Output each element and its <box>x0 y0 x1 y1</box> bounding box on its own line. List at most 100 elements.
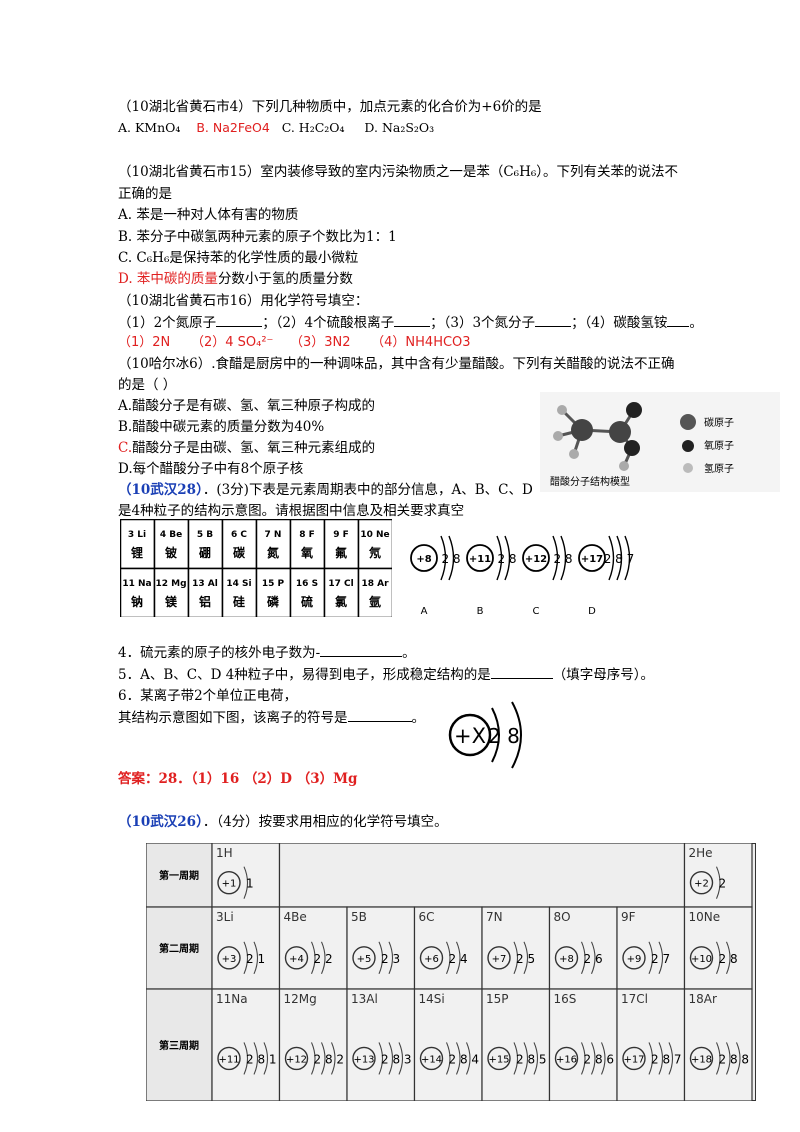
nucleus-charge: +6 <box>424 954 439 965</box>
q1-options: A. KMnO₄ B. Na2FeO4 C. H₂C₂O₄ D. Na₂S₂O₃ <box>118 118 434 138</box>
electron-shell-arc <box>448 535 455 581</box>
element-number: 18 Ar <box>361 579 389 589</box>
element-symbol: 9F <box>621 910 636 924</box>
particle-shells: 2 8 <box>441 552 460 566</box>
particle-label: A <box>421 606 428 617</box>
element-cell <box>187 567 224 617</box>
q3-blank-1[interactable] <box>216 312 263 327</box>
electron-shell-arc <box>600 1042 606 1075</box>
electron-shell-arc <box>648 941 654 975</box>
element-number: 15 P <box>262 579 285 589</box>
q3-part-2: ；（2）4个硫酸根离子 <box>262 315 395 331</box>
electron-shell-arc <box>608 535 615 581</box>
electron-shell-arc <box>496 535 503 581</box>
element-name: 碳 <box>233 545 246 560</box>
nucleus-circle <box>689 870 714 895</box>
electron-shells: 2 8 5 <box>516 1052 547 1066</box>
q5-blank-6[interactable] <box>347 707 412 722</box>
q5-sub-6b: 其结构示意图如下图，该离子的符号是。 <box>118 707 425 728</box>
element-name: 铝 <box>199 594 211 609</box>
q5-sub-4-text: 4．硫元素的原子的核外电子数为- <box>118 645 321 661</box>
electron-shell-arc <box>513 1042 519 1075</box>
element-cell <box>357 519 392 570</box>
nucleus-circle <box>284 946 309 970</box>
nucleus-circle <box>622 1046 646 1071</box>
electron-shell-arc <box>253 1042 259 1075</box>
element-cell <box>323 519 360 570</box>
particle-nucleus: +8 <box>416 554 431 565</box>
element-number: 6 C <box>231 530 247 540</box>
period-label: 第二周期 <box>159 942 199 955</box>
electron-shell-arc <box>504 535 511 581</box>
electron-shell-arc <box>320 1042 326 1075</box>
q5-stem-1-text: ．(3分)下表是元素周期表中的部分信息，A、B、C、D <box>202 482 533 498</box>
element-symbol: 16S <box>554 992 577 1006</box>
electron-shells: 2 4 <box>449 952 468 966</box>
element-number: 14 Si <box>226 579 251 589</box>
electron-shell-arc <box>580 941 586 975</box>
hydrogen-atom-icon <box>557 405 567 415</box>
nucleus-charge: +11 <box>218 1054 239 1065</box>
q5-blank-5[interactable] <box>490 664 553 679</box>
q5-sub-6a: 6．某离子带2个单位正电荷， <box>118 688 298 704</box>
electron-shell-arc <box>243 1042 249 1075</box>
q4-stem-1: （10哈尔冰6）.食醋是厨房中的一种调味品，其中含有少量醋酸。下列有关醋酸的说法… <box>118 356 675 372</box>
electron-shell-arc <box>388 1042 394 1075</box>
electron-shell-arc <box>243 941 249 975</box>
element-symbol: 15P <box>486 992 509 1006</box>
electron-shell-arc <box>715 1042 721 1075</box>
element-cell <box>120 567 156 617</box>
q3-blank-4[interactable] <box>667 312 690 327</box>
hydrogen-atom-icon <box>619 461 629 471</box>
nucleus-circle <box>217 870 241 895</box>
q3-answer-3: （3）3N2 <box>289 335 351 350</box>
q2-option-d: D. 苯中碳的质量分数小于氢的质量分数 <box>118 269 353 289</box>
electron-shells: 2 <box>719 877 727 891</box>
electron-shell-arc <box>243 866 249 899</box>
q3-parts: （1）2个氮原子；（2）4个硫酸根离子；（3）3个氮分子；（4）碳酸氢铵。 <box>118 312 703 333</box>
element-name: 氮 <box>267 545 279 560</box>
particle-shells: 2 8 <box>497 552 516 566</box>
q4-option-d: D.每个醋酸分子中有8个原子核 <box>118 461 304 477</box>
nucleus-charge: +9 <box>627 954 642 965</box>
electron-shell-arc <box>624 535 631 581</box>
ion-shells: 2 8 <box>488 724 520 748</box>
particle-label: C <box>533 606 540 617</box>
legend-hydrogen-label: 氢原子 <box>704 462 734 475</box>
q3-blank-3[interactable] <box>535 312 572 327</box>
nucleus-circle <box>622 946 646 970</box>
element-symbol: 4Be <box>284 910 307 924</box>
electron-shell-arc <box>560 535 567 581</box>
q6-stem-text: ．（4分）按要求用相应的化学符号填空。 <box>202 814 448 830</box>
element-number: 5 B <box>197 530 213 540</box>
nucleus-circle <box>284 1046 309 1071</box>
q2-option-b: B. 苯分子中碳氢两种元素的原子个数比为1：1 <box>118 229 397 245</box>
electron-shell-arc <box>330 1042 336 1075</box>
electron-shell-arc <box>378 1042 384 1075</box>
element-name: 硫 <box>301 594 313 609</box>
nucleus-charge: +18 <box>691 1054 712 1065</box>
ion-diagram: +X 2 8 <box>448 701 522 769</box>
electron-shell-arc <box>715 941 721 975</box>
electron-shells: 2 1 <box>246 952 265 966</box>
q3-answer-2: （2）4 SO₄²⁻ <box>190 335 274 350</box>
electron-shell-arc <box>658 1042 664 1075</box>
element-cell <box>221 519 258 570</box>
element-cell <box>278 988 348 1101</box>
q1-option-a: A. KMnO₄ <box>118 120 181 135</box>
q3-stem: （10湖北省黄石市16）用化学符号填空： <box>118 293 369 309</box>
electron-shells: 2 2 <box>314 952 333 966</box>
q1-option-d: D. Na₂S₂O₃ <box>364 120 435 135</box>
nucleus-circle <box>689 1046 714 1071</box>
nucleus-circle <box>352 946 376 970</box>
q3-part-4: ；（4）碳酸氢铵 <box>571 315 668 331</box>
q5-blank-4[interactable] <box>320 642 403 657</box>
q3-blank-2[interactable] <box>394 312 431 327</box>
electron-shell-arc <box>658 941 664 975</box>
element-name: 硅 <box>233 594 245 609</box>
nucleus-charge: +16 <box>556 1054 577 1065</box>
element-name: 氧 <box>300 545 313 560</box>
